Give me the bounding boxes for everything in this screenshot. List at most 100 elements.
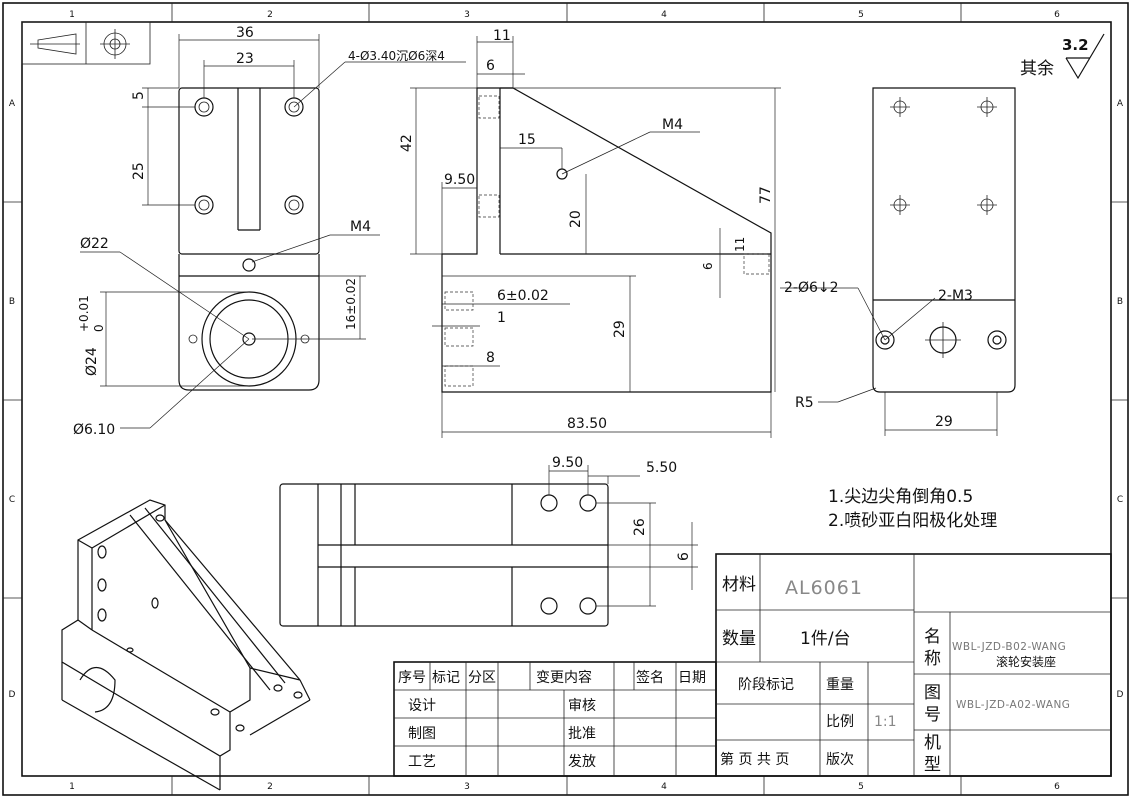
dim-front-hole-spacing-x: 23 xyxy=(236,51,254,67)
zone-col-4-bottom: 4 xyxy=(661,782,667,792)
tb-sheet-info: 第 页 共 页 xyxy=(720,751,789,768)
zone-row-b-right: B xyxy=(1117,297,1123,307)
tb-material: AL6061 xyxy=(785,577,863,599)
zone-row-d: D xyxy=(9,690,16,700)
dim-front-hole-spacing-y: 25 xyxy=(131,162,147,180)
tb-drawing-no-label-1: 图 xyxy=(924,683,941,703)
dim-side-upper-height: 42 xyxy=(399,134,415,152)
dim-side-groove: 6±0.02 xyxy=(497,288,549,304)
dim-side-step-x: 9.50 xyxy=(444,172,475,188)
end-view: 2-Ø6↓2 2-M3 R5 29 xyxy=(780,87,1016,436)
tb-drawing-no: WBL-JZD-A02-WANG xyxy=(956,699,1070,711)
tb-rev-header-content: 变更内容 xyxy=(536,669,592,686)
dim-side-lower-height: 29 xyxy=(612,320,628,338)
dim-end-radius: R5 xyxy=(795,395,814,411)
tb-scale: 1:1 xyxy=(874,714,897,730)
tb-scale-label: 比例 xyxy=(826,714,854,730)
dim-side-top-width: 11 xyxy=(493,28,511,44)
tb-drawing-no-label-2: 号 xyxy=(924,705,941,725)
isometric-view xyxy=(61,499,311,791)
technical-notes: 1.尖边尖角倒角0.5 2.喷砂亚白阳极化处理 xyxy=(828,487,997,531)
dim-side-length: 83.50 xyxy=(567,416,607,432)
dim-side-rib-width: 6 xyxy=(486,58,495,74)
tb-stage-label: 阶段标记 xyxy=(738,677,794,693)
zone-row-c-right: C xyxy=(1117,495,1123,505)
zone-col-3: 3 xyxy=(464,10,470,20)
tb-name-label-1: 名 xyxy=(924,627,941,647)
zone-row-d-right: D xyxy=(1117,690,1124,700)
zone-row-c: C xyxy=(9,495,15,505)
note-1: 1.尖边尖角倒角0.5 xyxy=(828,487,973,507)
dim-end-thread: 2-M3 xyxy=(938,288,973,304)
zone-row-a-right: A xyxy=(1117,99,1124,109)
projection-symbol xyxy=(21,21,151,65)
zone-col-6-bottom: 6 xyxy=(1054,782,1060,792)
tb-release-label: 发放 xyxy=(568,754,596,770)
side-view: 11 6 42 15 M4 20 77 9.50 11 6 6±0.02 1 2… xyxy=(399,28,781,438)
dim-front-thread: M4 xyxy=(350,219,371,235)
zone-col-4: 4 xyxy=(661,10,667,20)
dim-front-bore-tol-upper: +0.01 xyxy=(77,295,91,332)
dim-front-bore-tol-lower: 0 xyxy=(92,324,106,332)
dim-side-thread-height: 20 xyxy=(568,210,584,228)
zone-row-b: B xyxy=(9,297,15,307)
tb-model-label-1: 机 xyxy=(924,733,941,753)
tb-process-label: 工艺 xyxy=(408,754,436,770)
dim-side-thread: M4 xyxy=(662,117,683,133)
dim-front-width: 36 xyxy=(236,25,254,41)
tb-model-label-2: 型 xyxy=(924,755,941,775)
tb-part-name: 滚轮安装座 xyxy=(996,654,1056,669)
tb-quantity: 1件/台 xyxy=(800,629,851,649)
zone-col-3-bottom: 3 xyxy=(464,782,470,792)
tb-approve-label: 批准 xyxy=(568,726,596,742)
dim-end-width: 29 xyxy=(935,414,953,430)
dim-end-counterbore: 2-Ø6↓2 xyxy=(784,280,839,296)
dim-front-bore-depth: 16±0.02 xyxy=(344,278,358,330)
tb-rev-header-sign: 签名 xyxy=(636,669,664,686)
zone-row-a: A xyxy=(9,99,16,109)
front-view: 36 23 5 25 4-Ø3.40沉Ø6深4 M4 Ø22 Ø24 +0.01… xyxy=(73,25,466,438)
dim-side-slot-width: 6 xyxy=(701,262,715,270)
dim-front-bore-diameter: Ø24 xyxy=(84,347,100,376)
dim-front-hole-callout: 4-Ø3.40沉Ø6深4 xyxy=(348,49,445,63)
tb-part-code: WBL-JZD-B02-WANG xyxy=(952,641,1066,653)
roughness-value: 3.2 xyxy=(1062,36,1089,54)
tb-rev-header-mark: 标记 xyxy=(432,670,460,686)
tb-rev-header-zone: 分区 xyxy=(468,670,496,686)
dim-side-bottom-step: 8 xyxy=(486,350,495,366)
zone-col-1: 1 xyxy=(69,10,75,20)
tb-rev-header-no: 序号 xyxy=(398,670,426,686)
tb-rev-header-date: 日期 xyxy=(678,670,706,686)
zone-col-5-bottom: 5 xyxy=(858,782,864,792)
tb-quantity-label: 数量 xyxy=(722,629,756,649)
tb-version-label: 版次 xyxy=(826,752,854,768)
dim-bottom-hole-spacing: 26 xyxy=(632,518,648,536)
dim-side-total-height: 77 xyxy=(758,186,774,204)
dim-side-slot-depth: 11 xyxy=(733,237,747,252)
zone-col-2-bottom: 2 xyxy=(267,782,273,792)
zone-col-1-bottom: 1 xyxy=(69,782,75,792)
bottom-view: 9.50 5.50 26 6 xyxy=(279,455,698,627)
tb-review-label: 审核 xyxy=(568,698,596,714)
dim-front-pin-hole: Ø6.10 xyxy=(73,422,115,438)
note-2: 2.喷砂亚白阳极化处理 xyxy=(828,511,997,531)
zone-col-5: 5 xyxy=(858,10,864,20)
dim-front-bore-outer: Ø22 xyxy=(80,236,109,252)
dim-bottom-hole-x: 9.50 xyxy=(552,455,583,471)
tb-draw-label: 制图 xyxy=(408,726,436,742)
zone-col-2: 2 xyxy=(267,10,273,20)
zone-col-6: 6 xyxy=(1054,10,1060,20)
dim-bottom-slot: 6 xyxy=(676,552,692,561)
roughness-symbol: 其余 3.2 xyxy=(1020,33,1105,80)
dim-bottom-hole-edge: 5.50 xyxy=(646,460,677,476)
roughness-label: 其余 xyxy=(1020,59,1054,79)
dim-side-groove-step: 1 xyxy=(497,310,506,326)
tb-design-label: 设计 xyxy=(408,698,436,714)
tb-material-label: 材料 xyxy=(722,575,756,595)
title-block: 材料 AL6061 数量 1件/台 名 称 WBL-JZD-B02-WANG 滚… xyxy=(393,553,1112,777)
dim-side-hole-offset: 15 xyxy=(518,132,536,148)
dim-front-edge-offset: 5 xyxy=(131,91,147,100)
tb-weight-label: 重量 xyxy=(826,677,854,693)
tb-name-label-2: 称 xyxy=(924,649,941,669)
